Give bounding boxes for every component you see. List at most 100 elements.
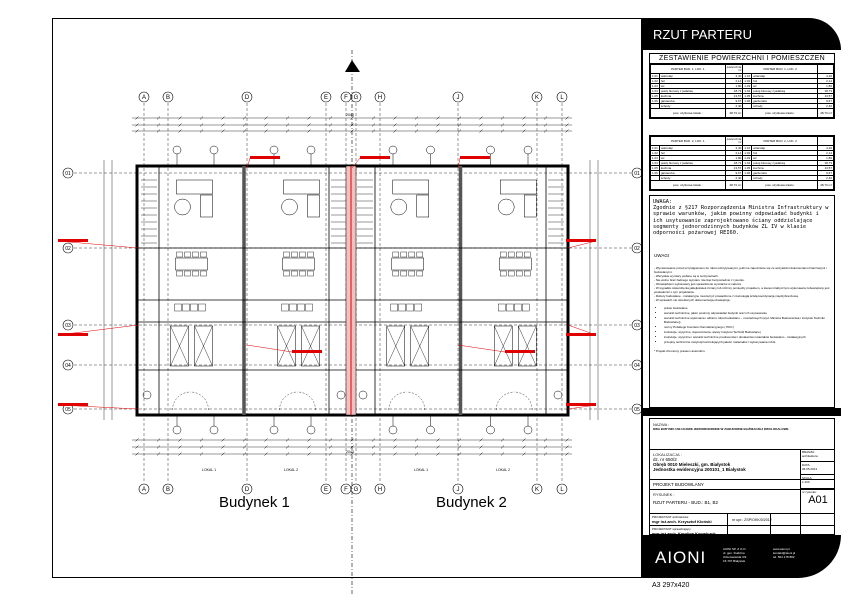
dimension-tick: [414, 123, 419, 127]
chair: [416, 270, 423, 277]
axis-bubble: [138, 91, 150, 103]
axis-bubble: [62, 242, 74, 254]
dimension-tick: [178, 445, 182, 449]
axis-label: G: [354, 487, 359, 493]
axis-label: D: [245, 95, 250, 101]
annotation-text-mark: [505, 350, 535, 353]
annotation-text-mark: [58, 333, 88, 336]
dimension-tick: [543, 452, 548, 456]
note-bullet: prawo budowlane: [664, 306, 830, 310]
uwaga-title: UWAGA:: [653, 199, 673, 205]
table-header-right: PARTER BUD. 2, LOK. 2: [742, 136, 818, 146]
chair: [524, 251, 531, 258]
annotation-text-mark: [566, 403, 596, 406]
chair: [176, 251, 183, 258]
axis-bubble: [374, 91, 386, 103]
table-header-right: PARTER BUD. 1, LOK. 2: [742, 64, 818, 74]
annotation-leader: [57, 240, 139, 249]
axis-label: 05: [65, 407, 71, 413]
dimension-tick: [135, 123, 139, 127]
dimension-tick: [221, 438, 225, 442]
axis-bubble: [62, 359, 74, 371]
company-address-line: Orła-Gwiazda 3/3: [723, 555, 747, 559]
dimension-tick: [371, 452, 376, 456]
armchairs: [524, 194, 537, 218]
chair: [299, 251, 306, 258]
note-line: - Wszystkie wymiary podane są w centymet…: [654, 274, 719, 279]
note-line: - Obowiązkiem wykonawcy jest sprawdzenie…: [654, 282, 743, 287]
axis-label: 05: [634, 407, 640, 413]
door-swing: [388, 391, 407, 411]
axis-label: A: [142, 487, 146, 493]
fixture-cross: [277, 325, 296, 367]
chair: [500, 251, 507, 258]
annotation-text-mark: [292, 350, 322, 353]
dimension-tick: [199, 452, 204, 456]
usable-area-label: pow. użytkowa lokalu :: [742, 180, 818, 190]
dimension-tick: [479, 123, 483, 127]
door-swing: [496, 391, 515, 411]
dimension-tick: [500, 438, 505, 442]
dimension-tick: [178, 129, 182, 133]
unit-label: LOKAL 2: [284, 468, 299, 472]
kitchen-cabinet: [190, 303, 198, 312]
dimension-tick: [350, 452, 354, 456]
dimension-tick: [242, 438, 247, 442]
note-bullet: instrukcje, wytyczne i warunki techniczn…: [664, 335, 830, 339]
annotation-leader: [246, 157, 251, 169]
chair: [184, 251, 191, 258]
note-bullet: normy Polskiego Komitetu Normalizacyjneg…: [664, 325, 830, 329]
annotation-leader: [567, 240, 597, 249]
dimension-tick: [565, 452, 569, 456]
dimension-tick: [393, 116, 397, 120]
dimension-tick: [414, 116, 419, 120]
dimension-tick: [393, 123, 397, 127]
project-phase: PROJEKT BUDOWLANY: [653, 482, 704, 487]
chair: [307, 270, 314, 277]
dimension-tick: [156, 116, 161, 120]
name-label: NAZWA :: [653, 422, 670, 427]
dimension-tick: [199, 445, 204, 449]
annotation-leader: [57, 324, 139, 336]
chair: [283, 251, 290, 258]
axis-bubble: [556, 91, 568, 103]
uwagi-title: UWAGI: [654, 253, 670, 259]
bottom-dimension: 2043: [346, 450, 354, 454]
license-number: nr upr.: ZSP/OKK/0/2012: [732, 518, 772, 522]
dimension-tick: [414, 438, 419, 442]
dimension-tick: [565, 438, 569, 442]
room-fixture: [494, 325, 513, 367]
dimension-tick: [522, 438, 526, 442]
dimension-tick: [285, 452, 290, 456]
annotation-leader: [57, 404, 139, 410]
dimension-tick: [199, 116, 204, 120]
axis-bubble: [241, 483, 253, 495]
round-table: [498, 198, 515, 216]
dimension-tick: [285, 129, 290, 133]
dimension-tick: [414, 129, 419, 133]
sofa: [176, 179, 213, 195]
dimension-tick: [307, 452, 311, 456]
dimension-tick: [178, 123, 182, 127]
branch-value: architektura: [802, 454, 818, 458]
note-bullet: przepisy techniczne instytucji kontroluj…: [664, 340, 830, 344]
dimension-tick: [543, 123, 548, 127]
dimension-tick: [479, 116, 483, 120]
room-fixture: [386, 325, 405, 367]
location-unit: Jednostka ewidencyjna 200101_1 Białystok: [653, 467, 746, 472]
dimension-tick: [350, 116, 354, 120]
axis-bubble: [62, 167, 74, 179]
round-table: [174, 198, 191, 216]
chair: [283, 270, 290, 277]
axis-bubble: [452, 483, 464, 495]
chair: [291, 270, 298, 277]
dimension-tick: [565, 129, 569, 133]
dimension-tick: [414, 445, 419, 449]
dimension-tick: [543, 129, 548, 133]
fixture-cross: [301, 325, 320, 367]
location-label: LOKALIZACJA :: [653, 452, 682, 457]
dimension-tick: [178, 116, 182, 120]
sofa: [283, 179, 320, 195]
fixture-cross: [518, 325, 537, 367]
